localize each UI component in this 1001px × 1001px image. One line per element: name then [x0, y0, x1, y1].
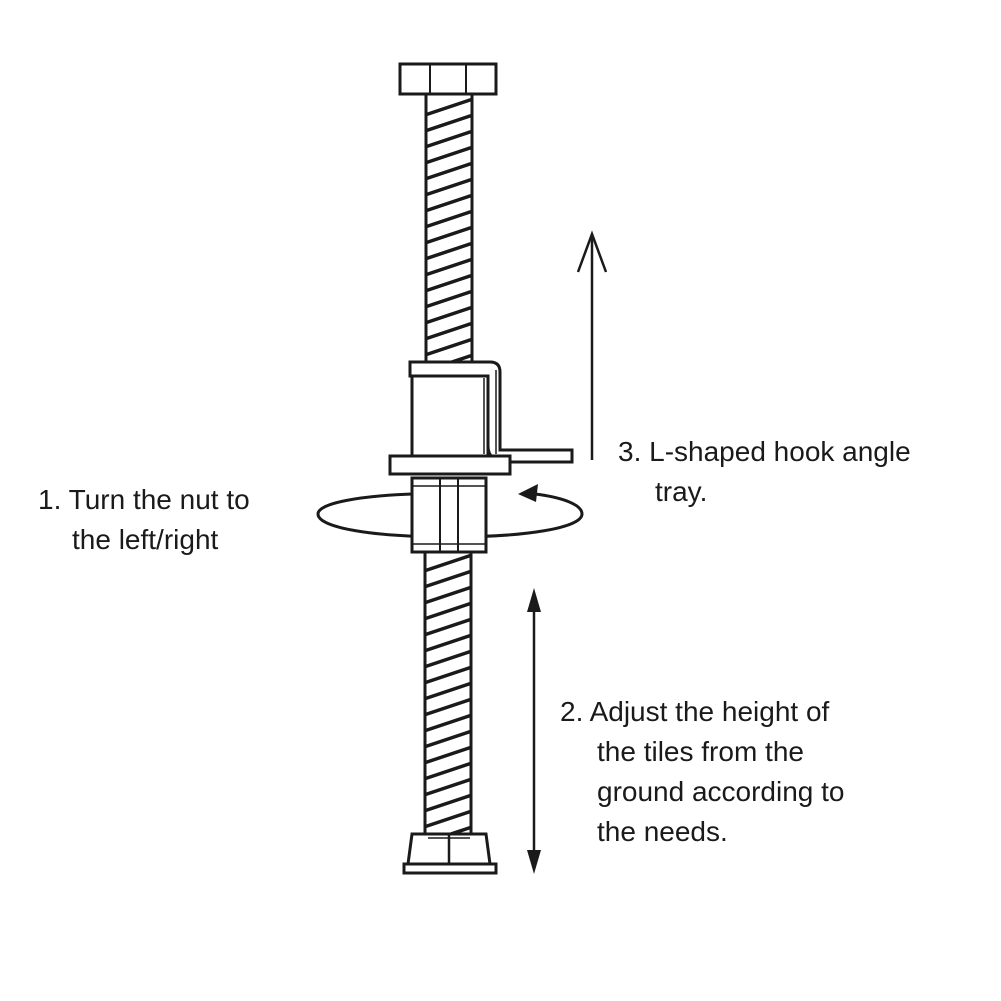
annotation-line: tray.	[655, 476, 708, 507]
bolt-head	[398, 62, 498, 96]
annotation-line: the needs.	[597, 816, 728, 847]
bottom-nut	[402, 832, 498, 875]
adjusting-nut	[410, 476, 488, 554]
annotation-line: ground according to	[597, 776, 845, 807]
annotation-line: 1. Turn the nut to	[38, 484, 250, 515]
double-arrow-vertical-icon	[527, 588, 541, 874]
annotation-l-hook: 3. L-shaped hook angle tray.	[618, 432, 911, 512]
annotation-turn-nut: 1. Turn the nut to the left/right	[38, 480, 250, 560]
leveling-bolt	[388, 62, 574, 875]
annotation-line: the left/right	[72, 524, 219, 555]
up-arrow-icon	[576, 230, 608, 460]
annotation-line: 2. Adjust the height of	[560, 696, 830, 727]
annotation-line: the tiles from the	[597, 736, 804, 767]
annotation-adjust-height: 2. Adjust the height of the tiles from t…	[560, 692, 845, 852]
upper-threaded-rod	[424, 92, 474, 368]
l-shaped-hook-tray	[388, 360, 574, 476]
lower-threaded-rod	[423, 550, 473, 836]
annotation-line: 3. L-shaped hook angle	[618, 436, 911, 467]
